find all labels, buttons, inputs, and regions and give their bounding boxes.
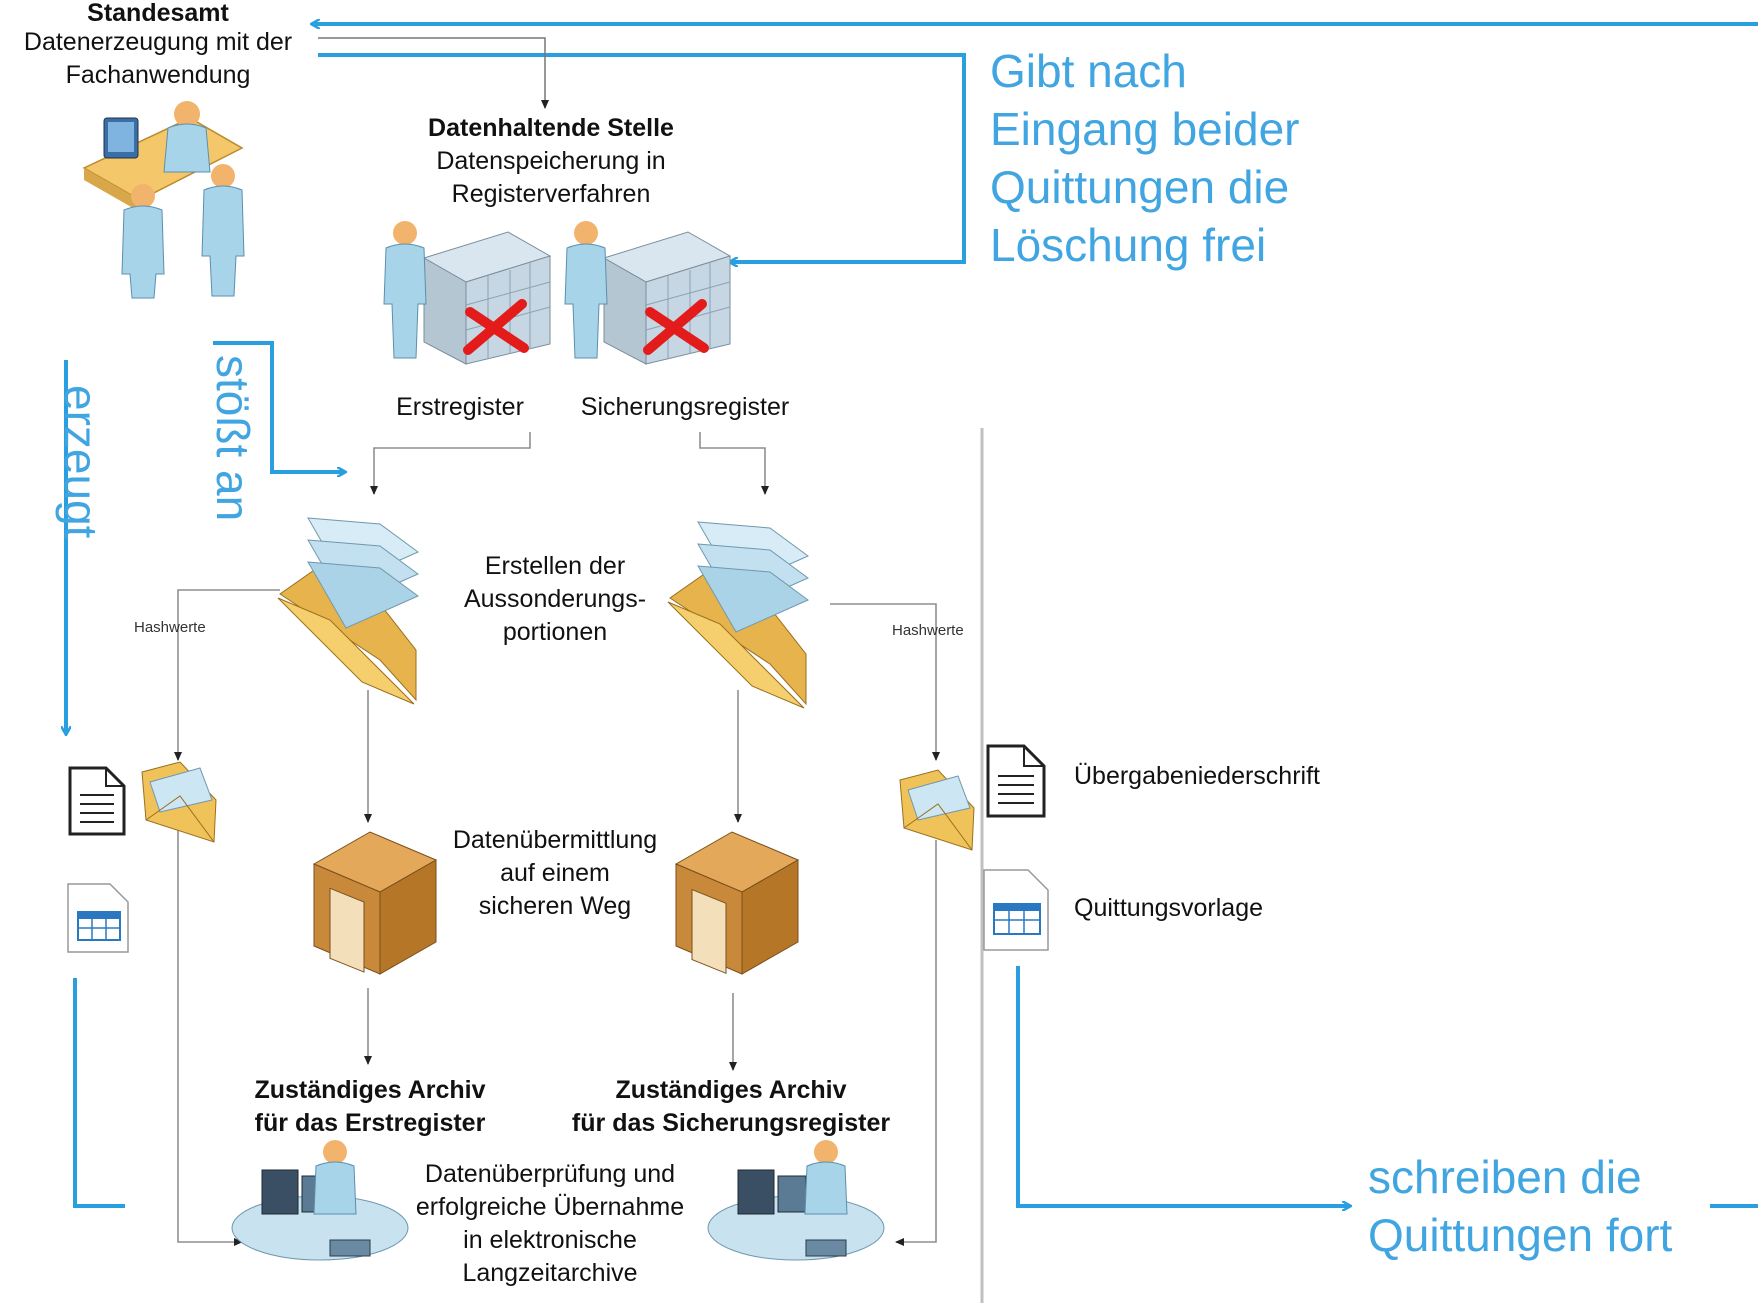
hash-connector-left	[174, 589, 280, 761]
legend-protocol-label: Übergabeniederschrift	[1074, 762, 1320, 790]
server-cabinet-erstregister	[383, 221, 552, 365]
hash-connector-right	[830, 603, 940, 761]
envelope-icon-left	[141, 761, 217, 843]
data-holding-line1: Datenspeicherung in	[436, 147, 666, 175]
hash-path-left	[177, 830, 243, 1246]
portions-step-label: Erstellen der Aussonderungs- portionen	[430, 550, 680, 649]
transfer-line: auf einem	[500, 859, 610, 887]
writes-text: schreiben die Quittungen fort	[1368, 1148, 1748, 1264]
connector-first-register	[370, 432, 531, 495]
writes-line: Quittungen fort	[1368, 1209, 1673, 1261]
release-line: Gibt nach	[990, 45, 1187, 97]
archive-first-line: für das Erstregister	[254, 1109, 486, 1137]
folder-icon-left	[277, 517, 419, 705]
triggers-arrow	[213, 341, 345, 472]
release-line: Eingang beider	[990, 103, 1300, 155]
hash-path-right	[895, 840, 937, 1246]
verify-step-label: Datenüberprüfung und erfolgreiche Überna…	[392, 1158, 708, 1290]
data-holding-line2: Registerverfahren	[451, 180, 651, 208]
portions-line: Erstellen der	[484, 552, 626, 580]
registry-office-icon	[82, 101, 245, 299]
data-holding-title: Datenhaltende Stelle	[428, 114, 674, 142]
delete-mark-icon	[643, 299, 709, 355]
release-line: Löschung frei	[990, 219, 1267, 271]
folder-icon-right	[667, 521, 809, 709]
hash-label-right: Hashwerte	[892, 622, 964, 639]
document-icon-legend	[986, 744, 1046, 818]
connector-backup-register	[699, 432, 769, 495]
verify-line: erfolgreiche Übernahme	[415, 1193, 685, 1221]
creates-label: erzeugt	[55, 385, 107, 539]
spreadsheet-icon-left	[67, 883, 129, 953]
portions-line: portionen	[502, 618, 608, 646]
archive-workstation-left	[231, 1140, 409, 1261]
archive-backup-line: Zuständiges Archiv	[615, 1076, 847, 1104]
verify-line: in elektronische	[463, 1226, 637, 1254]
writes-line: schreiben die	[1368, 1151, 1642, 1203]
archive-first-label: Zuständiges Archiv für das Erstregister	[222, 1074, 518, 1140]
archive-workstation-right	[707, 1140, 885, 1261]
legend-receipt-label: Quittungsvorlage	[1074, 894, 1264, 922]
registry-office-label: Standesamt Datenerzeugung mit der Fachan…	[0, 0, 316, 92]
archive-backup-label: Zuständiges Archiv für das Sicherungsreg…	[548, 1074, 914, 1140]
crate-icon-right	[674, 831, 800, 975]
data-holding-label: Datenhaltende Stelle Datenspeicherung in…	[390, 112, 712, 211]
registry-office-line2: Fachanwendung	[65, 61, 251, 89]
document-icon-left	[68, 766, 126, 836]
registry-office-line1: Datenerzeugung mit der	[23, 28, 293, 56]
hash-label-left: Hashwerte	[134, 619, 206, 636]
transfer-step-label: Datenübermittlung auf einem sicheren Weg	[430, 824, 680, 923]
triggers-label: stößt an	[207, 355, 259, 522]
envelope-icon-right	[899, 769, 975, 851]
verify-line: Langzeitarchive	[462, 1259, 638, 1287]
transfer-line: sicheren Weg	[478, 892, 632, 920]
transfer-line: Datenübermittlung	[452, 826, 658, 854]
delete-mark-icon	[463, 299, 529, 355]
release-line: Quittungen die	[990, 161, 1290, 213]
crate-icon-left	[312, 831, 438, 975]
archive-backup-line: für das Sicherungsregister	[571, 1109, 891, 1137]
registry-office-title: Standesamt	[87, 0, 229, 27]
writes-arrow	[1016, 966, 1350, 1206]
verify-line: Datenüberprüfung und	[424, 1160, 676, 1188]
spreadsheet-icon-legend	[983, 869, 1049, 951]
portions-line: Aussonderungs-	[463, 585, 647, 613]
release-arrow	[318, 53, 966, 262]
data-flow-connector	[318, 37, 549, 109]
server-cabinet-sicherungsregister	[564, 221, 732, 365]
receipt-bracket-left	[73, 978, 125, 1208]
release-text: Gibt nach Eingang beider Quittungen die …	[990, 42, 1410, 274]
archive-first-line: Zuständiges Archiv	[254, 1076, 486, 1104]
backup-register-label: Sicherungsregister	[580, 393, 790, 421]
first-register-label: Erstregister	[396, 393, 524, 421]
